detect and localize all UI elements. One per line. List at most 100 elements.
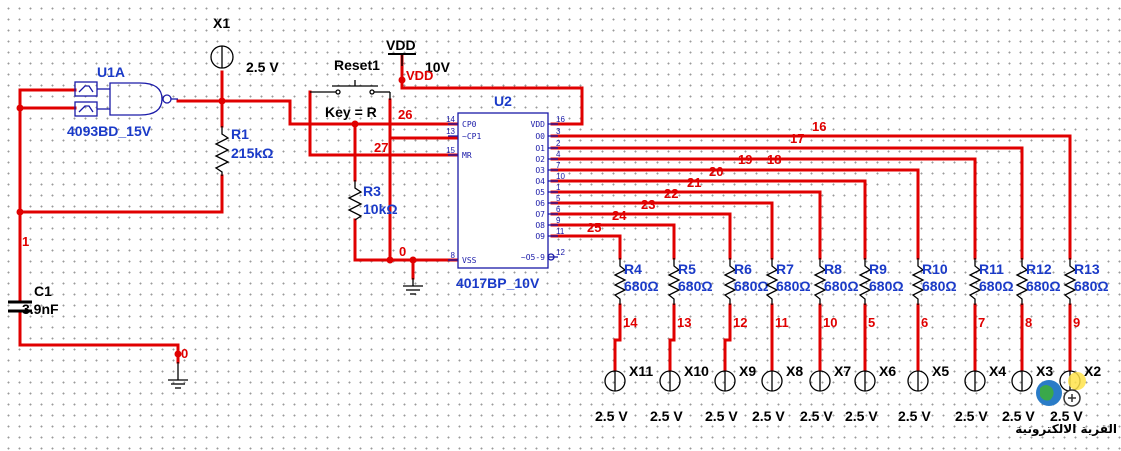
nand-gate-u1a[interactable]: [74, 81, 178, 117]
resistor-ref: R4: [624, 261, 642, 277]
probe-value: 2.5 V: [898, 408, 931, 424]
resistor-r10[interactable]: [911, 258, 925, 305]
net-label-output: 20: [709, 164, 723, 179]
net-label-resistor: 11: [775, 315, 789, 330]
net-label-resistor: 14: [623, 315, 638, 330]
resistor-value: 680Ω: [824, 278, 859, 294]
u2-pin-number: 3: [556, 127, 561, 136]
resistor-ref: R7: [776, 261, 794, 277]
c1-ref: C1: [34, 283, 52, 299]
resistor-r3[interactable]: [347, 180, 363, 221]
resistor-ref: R9: [869, 261, 887, 277]
resistor-r13[interactable]: [1063, 258, 1077, 305]
probe-ref: X3: [1036, 363, 1053, 379]
resistor-value: 680Ω: [922, 278, 957, 294]
probe-ref: X7: [834, 363, 851, 379]
probe-ref: X9: [739, 363, 756, 379]
resistor-ref: R12: [1026, 261, 1052, 277]
probe-value: 2.5 V: [650, 408, 683, 424]
u2-pin-name: O3: [535, 166, 545, 175]
u2-pin-name: O6: [535, 199, 545, 208]
net-label-output: 22: [664, 186, 678, 201]
probe-circle-icon[interactable]: [964, 370, 986, 392]
probe-circle-icon[interactable]: [854, 370, 876, 392]
probe-value: 2.5 V: [955, 408, 988, 424]
r3-value: 10kΩ: [363, 201, 398, 217]
net-label-resistor: 9: [1073, 315, 1080, 330]
probe-value: 2.5 V: [595, 408, 628, 424]
switch-ref: Reset1: [334, 57, 380, 73]
u2-pin-number: 1: [556, 183, 561, 192]
globe-logo-icon: [1036, 372, 1086, 407]
probe-value: 2.5 V: [1050, 408, 1083, 424]
resistor-zigzag: [813, 258, 827, 305]
u2-pin-number: 8: [451, 251, 456, 260]
probe-ref: X8: [786, 363, 803, 379]
resistor-r11[interactable]: [968, 258, 982, 305]
net-label-resistor: 8: [1025, 315, 1032, 330]
u2-pin-name: O7: [535, 210, 545, 219]
net-label-output: 16: [812, 119, 826, 134]
junction-dots: [16, 76, 417, 358]
probe-x1[interactable]: [210, 45, 234, 69]
probe-x1-value: 2.5 V: [246, 59, 279, 75]
resistor-r5[interactable]: [667, 258, 681, 305]
resistor-to-probe-wire: [723, 303, 732, 372]
u2-pin-number: 7: [556, 161, 561, 170]
resistor-to-probe-wire: [613, 303, 622, 372]
probe-circle-icon[interactable]: [714, 370, 736, 392]
u2-pin-number: 2: [556, 139, 561, 148]
resistor-zigzag: [723, 258, 737, 305]
resistor-r8[interactable]: [813, 258, 827, 305]
vdd-supply: [388, 53, 416, 66]
net-label-resistor: 13: [677, 315, 691, 330]
resistor-to-probe-wire: [668, 303, 676, 372]
probe-value: 2.5 V: [1002, 408, 1035, 424]
resistor-r9[interactable]: [858, 258, 872, 305]
probe-circle-icon[interactable]: [659, 370, 681, 392]
resistor-zigzag: [613, 258, 627, 305]
resistor-r12[interactable]: [1015, 258, 1029, 305]
net-label-27: 27: [374, 140, 388, 155]
resistor-zigzag: [911, 258, 925, 305]
probe-circle-icon[interactable]: [761, 370, 783, 392]
probe-circle-icon[interactable]: [604, 370, 626, 392]
resistor-zigzag: [858, 258, 872, 305]
resistor-zigzag: [667, 258, 681, 305]
net-label-output: 23: [641, 197, 655, 212]
net-label-resistor: 7: [978, 315, 985, 330]
u2-pin-name: VSS: [462, 256, 477, 265]
net-label-1: 1: [22, 234, 29, 249]
resistor-r6[interactable]: [723, 258, 737, 305]
net-label-26: 26: [398, 107, 412, 122]
vdd-label: VDD: [386, 37, 416, 53]
resistor-ref: R11: [979, 261, 1004, 277]
net-label-0: 0: [181, 346, 188, 361]
u2-pin-number: 14: [446, 115, 455, 124]
u2-pin-number: 15: [446, 146, 455, 155]
wires: [18, 54, 1072, 372]
probe-value: 2.5 V: [752, 408, 785, 424]
u2-pin-number: 5: [556, 194, 561, 203]
u2-pin-number: 4: [556, 150, 561, 159]
net-label-output: 19: [738, 152, 752, 167]
net-label-output: 21: [687, 175, 701, 190]
net-label-output: 25: [587, 220, 601, 235]
reset-switch[interactable]: [310, 80, 391, 100]
r3-ref: R3: [363, 183, 381, 199]
resistor-value: 680Ω: [1026, 278, 1061, 294]
resistor-r1[interactable]: [214, 126, 230, 176]
probe-circle-icon[interactable]: [907, 370, 929, 392]
probe-circle-icon[interactable]: [809, 370, 831, 392]
resistor-zigzag: [1063, 258, 1077, 305]
probe-circle-icon[interactable]: [1011, 370, 1033, 392]
resistor-value: 680Ω: [734, 278, 769, 294]
resistor-r7[interactable]: [765, 258, 779, 305]
resistor-r4[interactable]: [613, 258, 627, 305]
u2-pin-number: 16: [556, 115, 565, 124]
net-label-output: 18: [767, 152, 781, 167]
ground-icon: [168, 362, 188, 389]
resistor-ref: R8: [824, 261, 842, 277]
probe-ref: X4: [989, 363, 1006, 379]
